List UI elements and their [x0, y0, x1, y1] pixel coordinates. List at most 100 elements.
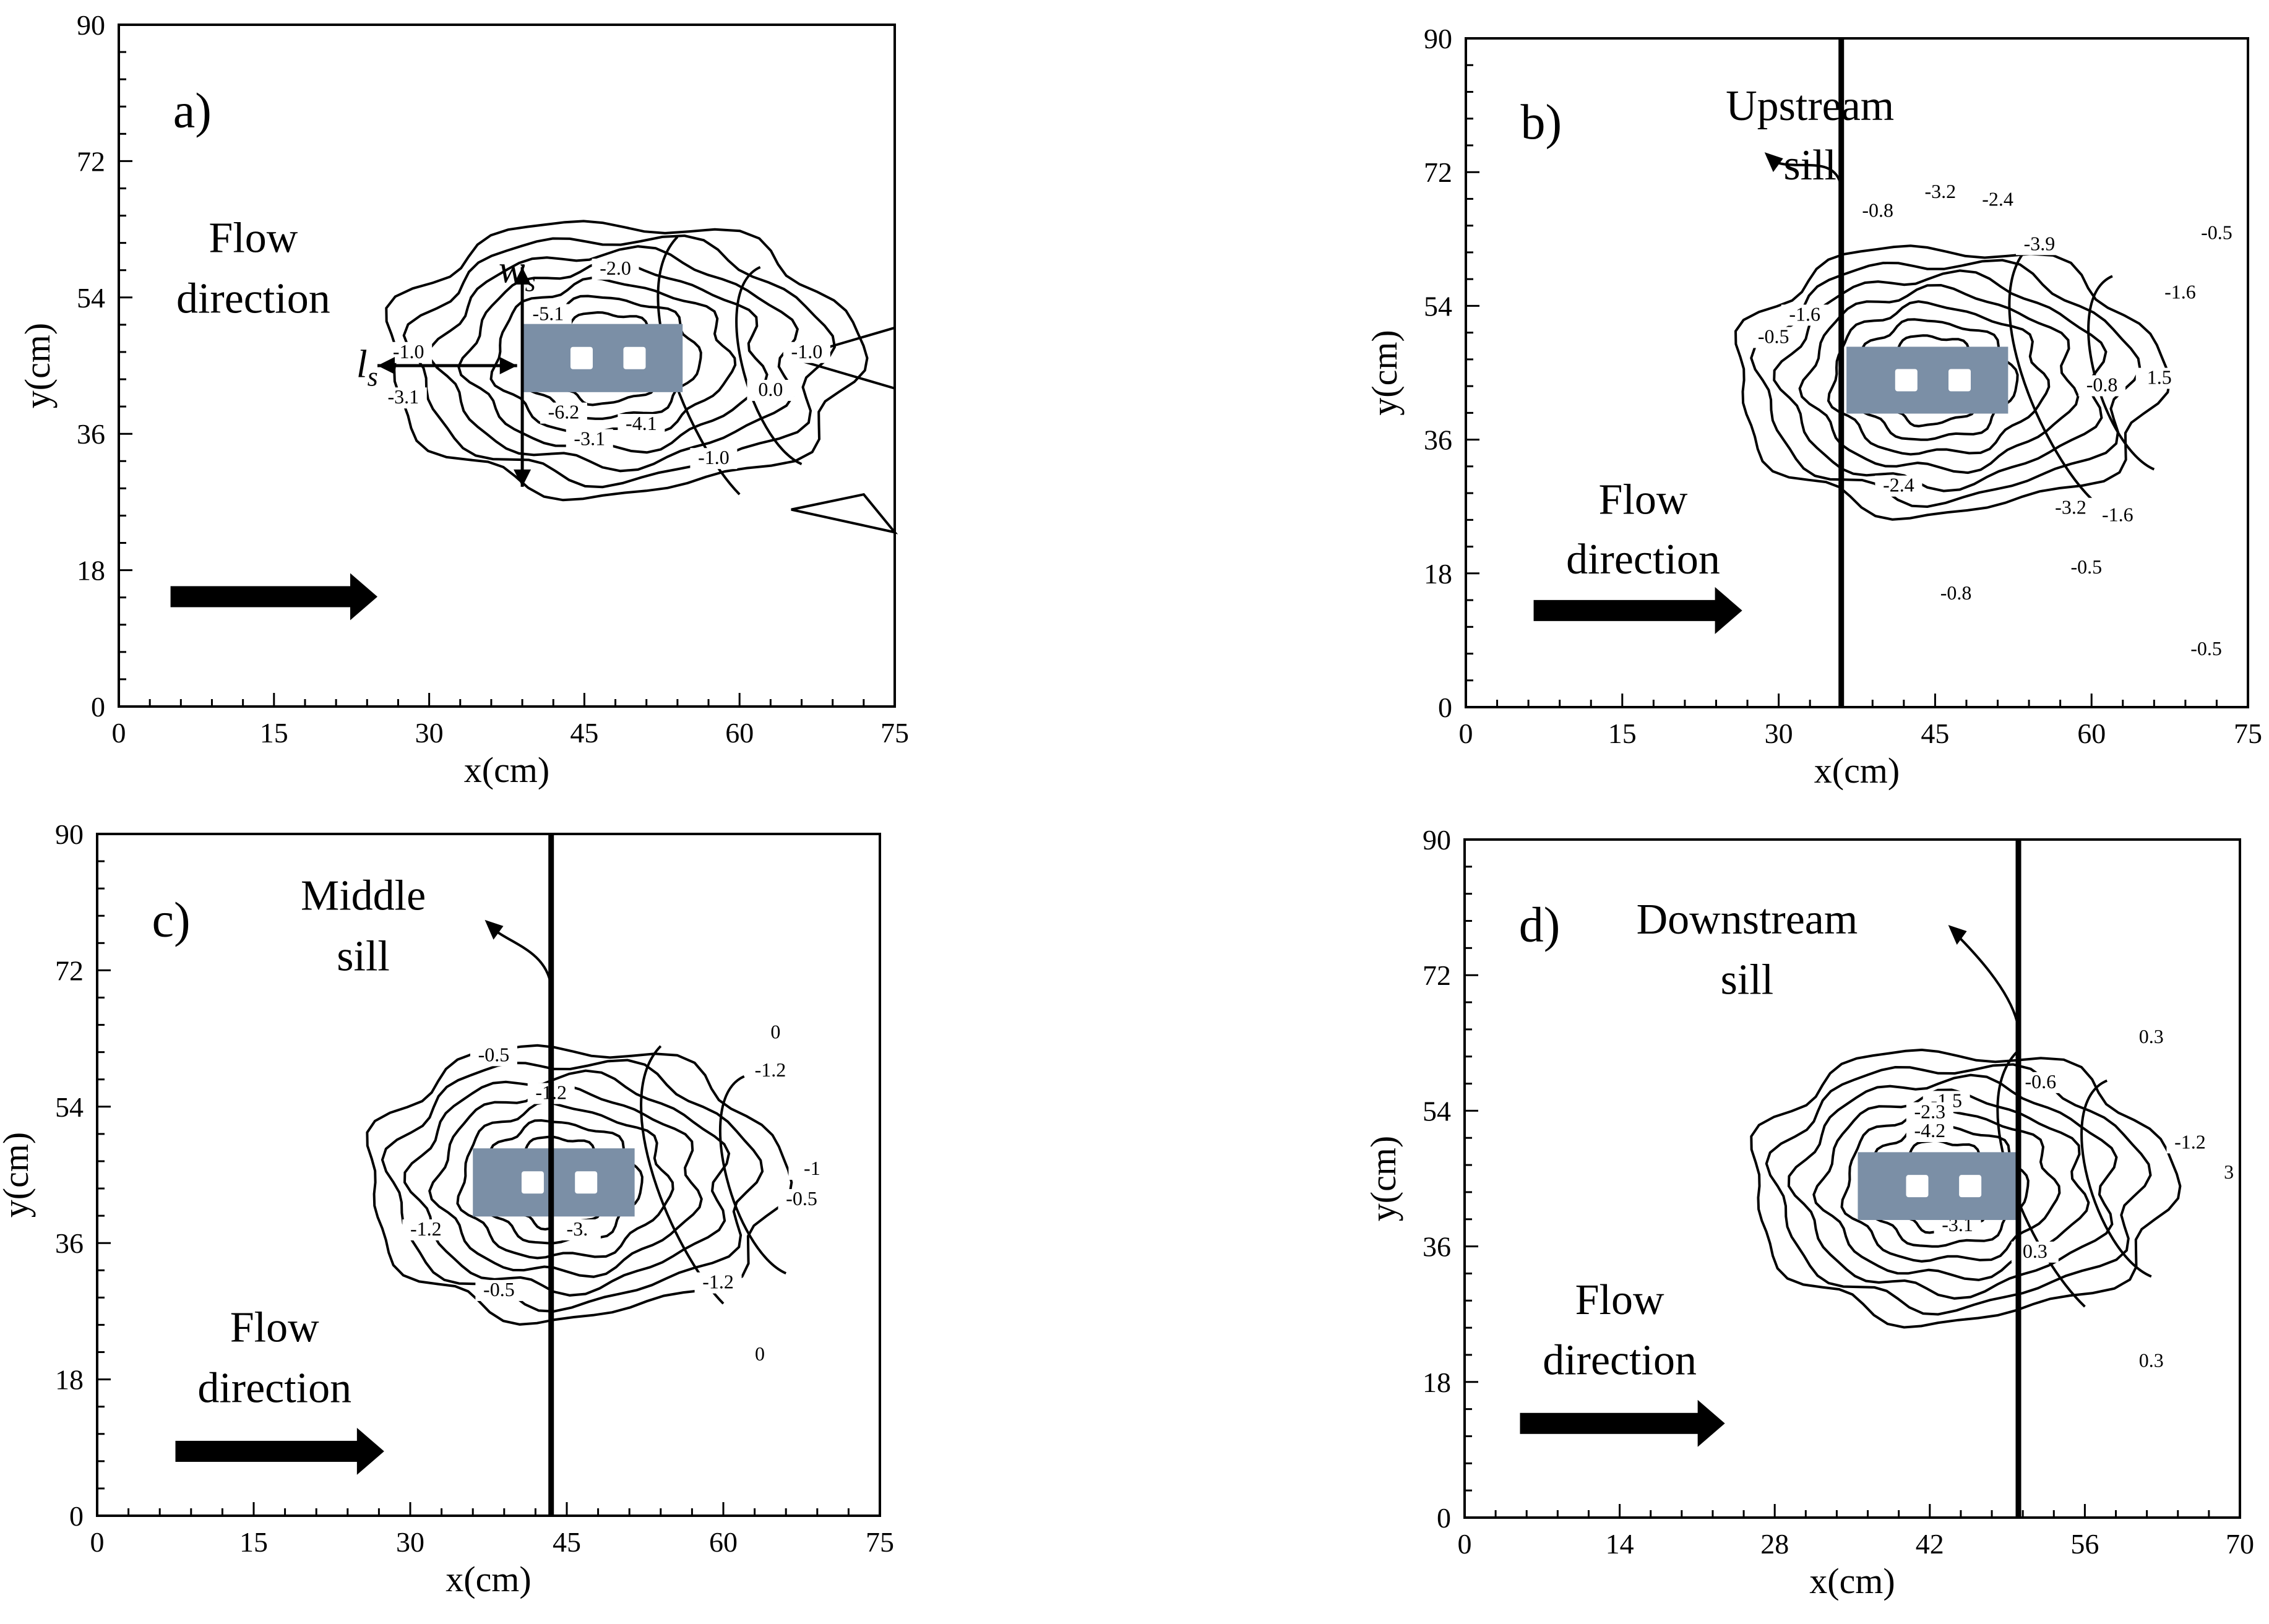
contour-label-bg: [2193, 223, 2241, 244]
contour-line: [1827, 300, 2051, 456]
sill-pointer-head: [484, 919, 504, 940]
flow-arrow-shaft: [175, 1440, 360, 1462]
contour-label: 0: [770, 1021, 780, 1043]
annotation-text: sill: [337, 932, 390, 980]
contour-label-bg: [618, 414, 665, 436]
panel-label: b): [1520, 95, 1562, 150]
contour-label-bg: [747, 379, 794, 401]
annotation-text: direction: [197, 1364, 351, 1412]
contour-label-bg: [2127, 1351, 2175, 1372]
pier-group: [522, 324, 683, 392]
x-tick-label: 0: [90, 1526, 105, 1558]
contour-label-bg: [2135, 367, 2183, 389]
wake-contour-line: [2080, 1079, 2152, 1278]
contour-label: -0.6: [2025, 1070, 2056, 1093]
x-tick-label: 45: [553, 1526, 581, 1558]
contour-label-bg: [540, 402, 587, 424]
x-tick-label: 70: [2226, 1528, 2254, 1560]
contour-label: -1.2: [755, 1059, 786, 1081]
contour-label-bg: [1974, 189, 2021, 211]
flow-arrow-head: [350, 573, 377, 621]
pier: [1906, 1175, 1929, 1198]
flow-arrow-shaft: [170, 586, 353, 608]
panel-label: c): [152, 893, 191, 947]
contour-line: [456, 1101, 674, 1260]
x-tick-label: 0: [112, 717, 126, 749]
y-tick-label: 36: [1424, 424, 1452, 456]
y-tick-label: 54: [1424, 290, 1452, 322]
wake-contour-line: [735, 265, 803, 466]
contour-line: [457, 260, 769, 454]
contour-label-bg: [736, 1344, 784, 1365]
contour-label: 3: [2224, 1161, 2234, 1183]
panel-label: a): [173, 84, 212, 138]
contour-label: -1.6: [2164, 280, 2196, 303]
contour-label: -0.5: [2190, 637, 2222, 659]
contour-label: -4.2: [1914, 1119, 1945, 1141]
contour-label: 0.3: [2023, 1240, 2047, 1262]
annotation-text: direction: [1566, 536, 1720, 583]
contour-label-bg: [783, 342, 830, 363]
contour-label-bg: [1932, 583, 1980, 604]
contour-label-bg: [694, 1272, 742, 1294]
y-tick-label: 18: [55, 1364, 84, 1396]
contour-line: [1750, 259, 2142, 509]
contour-label: -0.8: [1862, 199, 1893, 221]
contour-label: -0.5: [2201, 221, 2232, 243]
x-tick-label: 15: [239, 1526, 268, 1558]
x-tick-label: 15: [1608, 718, 1637, 749]
contour-label-bg: [1906, 1121, 1953, 1143]
contour-label-bg: [2127, 1026, 2175, 1048]
y-tick-label: 72: [1423, 960, 1451, 991]
annotation-text: Downstream: [1637, 896, 1858, 943]
annotation-text: direction: [176, 275, 330, 322]
contour-label-bg: [2062, 557, 2110, 578]
pier-group: [1858, 1152, 2018, 1220]
flow-arrow-shaft: [1533, 599, 1718, 621]
contour-label: -3.2: [2055, 496, 2086, 518]
length-arrow-left: [377, 357, 395, 374]
y-tick-label: 36: [55, 1227, 84, 1259]
x-tick-label: 45: [1921, 718, 1949, 749]
y-tick-label: 18: [1423, 1367, 1451, 1398]
contour-label-bg: [752, 1022, 799, 1044]
contour-line: [381, 1059, 764, 1313]
x-tick-label: 75: [866, 1526, 894, 1558]
x-tick-label: 42: [1916, 1528, 1944, 1560]
plot-frame: [1465, 37, 2249, 708]
x-tick-label: 60: [2077, 718, 2106, 749]
y-tick-label: 90: [77, 9, 105, 41]
contour-label: -3.1: [387, 385, 419, 408]
contour-label-bg: [2156, 282, 2204, 304]
contour-label: 0.3: [2139, 1349, 2164, 1371]
dimension-subscript: s: [525, 267, 536, 297]
contour-label: -1.2: [702, 1271, 734, 1293]
contour-label: -1: [804, 1157, 820, 1179]
flow-arrow-shaft: [1520, 1412, 1700, 1434]
contour-label-bg: [470, 1045, 517, 1067]
y-tick-label: 54: [1423, 1095, 1451, 1127]
y-axis-label: y(cm): [17, 323, 58, 409]
dimension-subscript: s: [368, 361, 378, 392]
y-tick-label: 90: [1424, 23, 1452, 54]
contour-label: -5.1: [533, 303, 564, 325]
contour-label-bg: [1781, 304, 1828, 326]
contour-label-bg: [2015, 234, 2063, 256]
y-tick-label: 0: [69, 1500, 84, 1532]
x-tick-label: 45: [570, 717, 598, 749]
contour-label-bg: [379, 387, 427, 409]
plot-frame: [118, 24, 896, 708]
x-axis-label: x(cm): [446, 1559, 532, 1599]
contour-label: -0.5: [1758, 325, 1789, 347]
sill-pointer-head: [1948, 925, 1967, 945]
pier: [575, 1171, 598, 1194]
x-tick-label: 30: [415, 717, 444, 749]
x-tick-label: 56: [2070, 1528, 2099, 1560]
y-axis-label: y(cm): [0, 1132, 36, 1218]
x-tick-label: 75: [880, 717, 909, 749]
pier: [521, 1171, 544, 1194]
contour-label: -0.5: [483, 1278, 515, 1300]
